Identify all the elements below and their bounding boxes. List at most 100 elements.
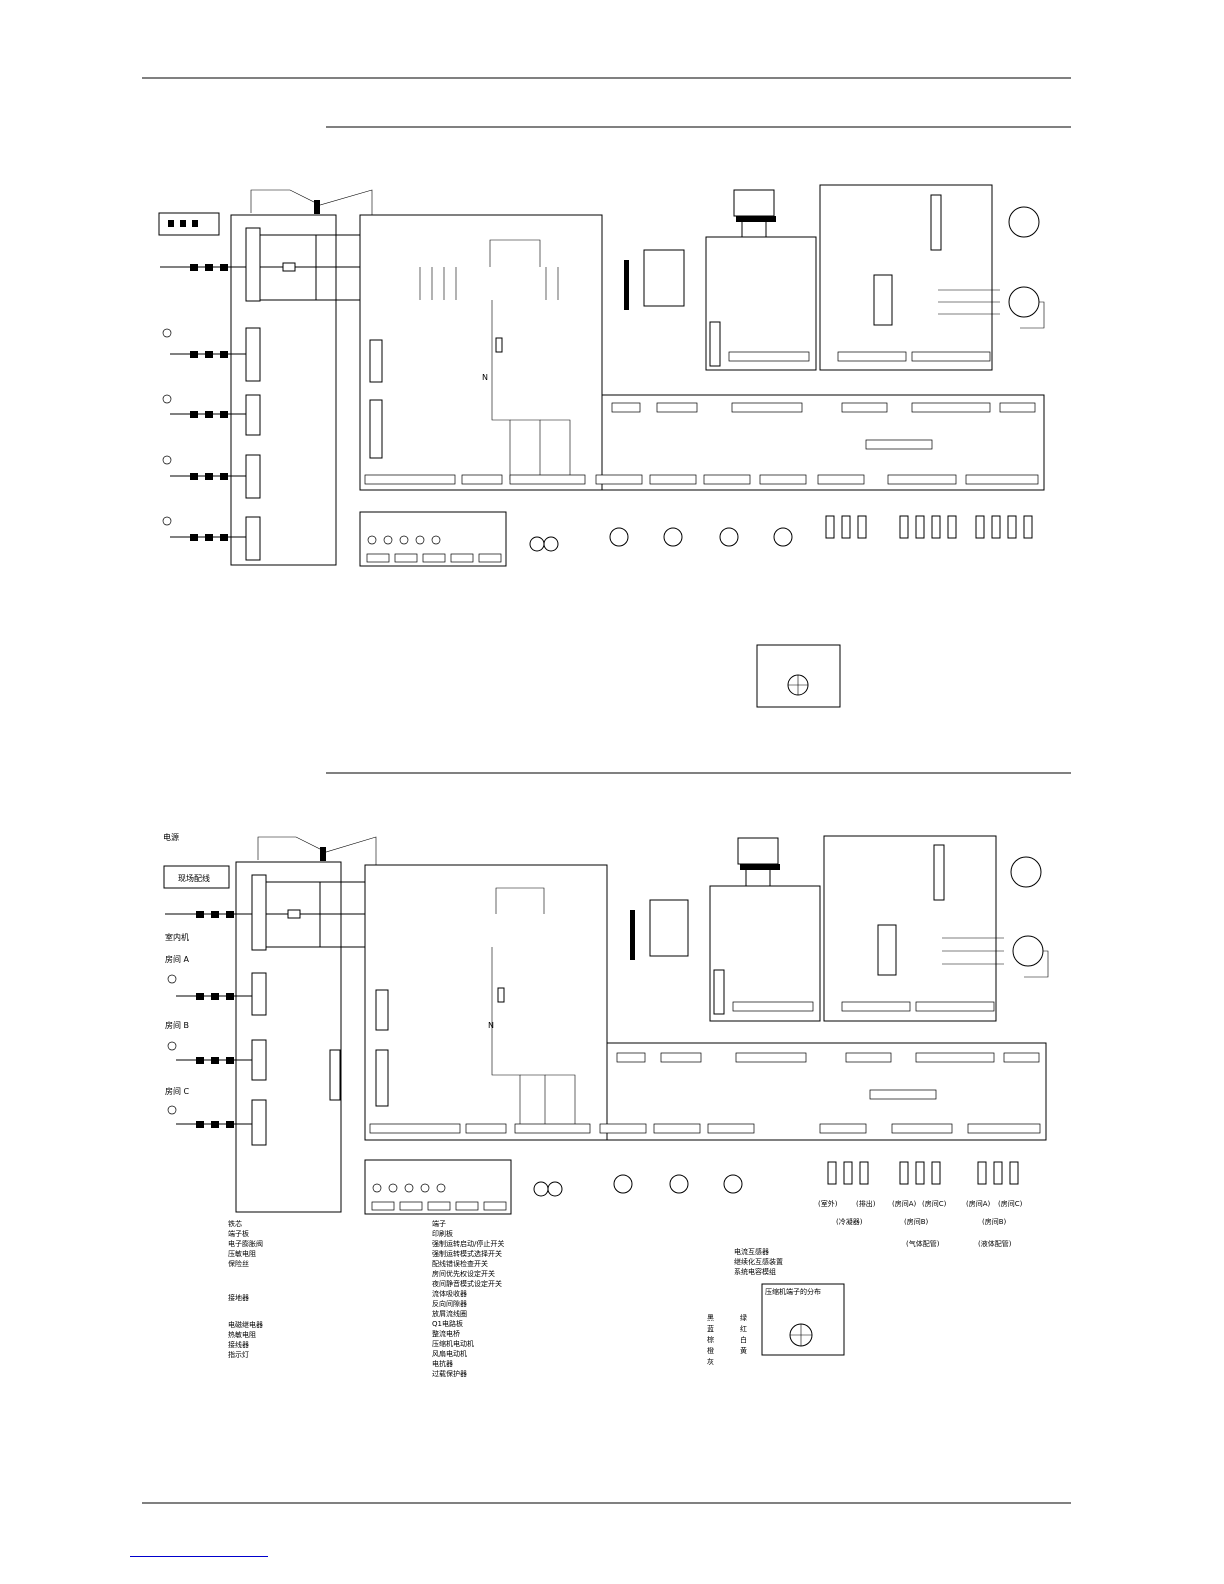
- compressor-motor-2: [1012, 935, 1044, 967]
- wire-harness-power-1: [160, 264, 246, 271]
- inverter-module-2: [649, 899, 689, 957]
- field-wiring-badge-2: [163, 865, 230, 889]
- valve-coil-1c: [719, 527, 739, 547]
- svg-text:电磁继电器: 电磁继电器: [228, 1320, 263, 1329]
- wire-harness-room-b-2: [167, 1041, 252, 1064]
- valve-coil-2c: [723, 1174, 743, 1194]
- legend-column-1: 铁芯 端子板 电子膨胀阀 压敏电阻 保险丝 接地器 电磁继电器 热敏电阻 接线器…: [228, 1219, 263, 1359]
- wire-harness-room-d-1: [162, 516, 246, 541]
- svg-text:过载保护器: 过载保护器: [432, 1369, 467, 1378]
- compressor-motor-1: [1008, 286, 1040, 318]
- svg-text:反向间隙器: 反向间隙器: [432, 1299, 467, 1308]
- svg-text:白: 白: [740, 1335, 747, 1344]
- fan-pcb-2: [823, 835, 997, 1022]
- svg-text:继续化互感装置: 继续化互感装置: [734, 1257, 783, 1266]
- wire-harness-room-c-2: [167, 1105, 252, 1128]
- svg-text:热敏电阻: 热敏电阻: [228, 1330, 256, 1339]
- thermistor-group-2: [827, 1161, 1019, 1185]
- thermistor-label-room-c-liquid: (房间C): [998, 1199, 1023, 1208]
- svg-text:铁芯: 铁芯: [228, 1219, 242, 1228]
- fan-motor-2: [1010, 856, 1042, 888]
- valve-coil-2a: [613, 1174, 633, 1194]
- svg-text:配线错误检查开关: 配线错误检查开关: [432, 1259, 488, 1268]
- connector-row-top-2: [616, 1001, 1040, 1100]
- svg-text:灰: 灰: [707, 1357, 714, 1366]
- svg-text:蓝: 蓝: [707, 1324, 714, 1333]
- inverter-module-1: [643, 249, 685, 307]
- converter-pcb-1: [705, 236, 817, 371]
- wire-color-legend-right: 绿 红 白 黄: [740, 1313, 747, 1355]
- footer-link-underline[interactable]: [130, 1556, 268, 1557]
- valve-coil-1d: [773, 527, 793, 547]
- thermistor-group-room-b-liquid: (房间B): [982, 1217, 1007, 1226]
- thermistor-label-room-a-liquid: (房间A): [966, 1199, 991, 1208]
- svg-text:强制运转模式选择开关: 强制运转模式选择开关: [432, 1249, 502, 1258]
- field-wiring-badge-1: [158, 212, 220, 236]
- svg-text:绿: 绿: [740, 1313, 747, 1322]
- svg-text:端子板: 端子板: [228, 1229, 249, 1238]
- svg-text:红: 红: [740, 1324, 747, 1333]
- svg-text:压缩机电动机: 压缩机电动机: [432, 1339, 474, 1348]
- compressor-terminals-title: 压缩机端子的分布: [765, 1287, 821, 1296]
- fan-motor-1: [1008, 206, 1040, 238]
- thermistor-group-room-b-gas: (房间B): [904, 1217, 929, 1226]
- connector-row-bottom-2: [369, 1123, 1041, 1134]
- svg-text:接地器: 接地器: [228, 1293, 249, 1302]
- svg-text:橙: 橙: [707, 1346, 714, 1355]
- wiring-diagram-1: N: [158, 184, 1045, 708]
- thermistor-label-room-a-gas: (房间A): [892, 1199, 917, 1208]
- svg-text:整流电桥: 整流电桥: [432, 1329, 460, 1338]
- valve-coil-1b: [663, 527, 683, 547]
- wire-harness-power-2: [165, 911, 252, 918]
- wire-harness-room-c-1: [162, 455, 246, 480]
- wire-harness-room-b-1: [162, 394, 246, 418]
- field-wiring-label: 现场配线: [178, 873, 210, 883]
- svg-text:房间优先权设定开关: 房间优先权设定开关: [432, 1269, 495, 1278]
- svg-text:夜间静音模式设定开关: 夜间静音模式设定开关: [432, 1279, 502, 1288]
- room-a-label: 房间 A: [165, 954, 190, 964]
- power-source-label: 电源: [163, 832, 179, 842]
- svg-text:风扇电动机: 风扇电动机: [432, 1349, 467, 1358]
- reactor-2: [737, 837, 779, 865]
- thermistor-group-condenser: (冷凝器): [836, 1217, 863, 1226]
- svg-text:保险丝: 保险丝: [228, 1259, 249, 1268]
- svg-text:电流互感器: 电流互感器: [734, 1247, 769, 1256]
- svg-text:Q1电路板: Q1电路板: [432, 1319, 463, 1328]
- thermistor-group-1: [825, 515, 1033, 539]
- valve-coil-2b: [669, 1174, 689, 1194]
- svg-text:电子膨胀阀: 电子膨胀阀: [228, 1239, 263, 1248]
- thermistor-label-room-c-gas: (房间C): [922, 1199, 947, 1208]
- svg-text:端子: 端子: [432, 1219, 446, 1228]
- svg-text:N: N: [482, 373, 488, 382]
- svg-text:系统电容模组: 系统电容模组: [734, 1267, 776, 1276]
- pipe-label-liquid: (液体配管): [978, 1239, 1012, 1248]
- converter-pcb-2: [709, 885, 821, 1022]
- svg-text:压敏电阻: 压敏电阻: [228, 1249, 256, 1258]
- fan-pcb-1: [819, 184, 993, 371]
- reactor-1: [733, 189, 775, 217]
- thermistor-label-outdoor: (室外): [818, 1199, 838, 1208]
- room-b-label: 房间 B: [165, 1020, 189, 1030]
- indoor-unit-label: 室内机: [165, 932, 189, 942]
- wire-harness-room-a-2: [167, 974, 252, 1000]
- legend-column-2: 端子 印刷板 强制运转启动/停止开关 强制运转模式选择开关 配线错误检查开关 房…: [432, 1219, 504, 1378]
- pipe-label-gas: (气体配管): [906, 1239, 940, 1248]
- svg-text:指示灯: 指示灯: [228, 1350, 249, 1359]
- svg-text:电抗器: 电抗器: [432, 1359, 453, 1368]
- thermistor-label-discharge: (排出): [856, 1199, 876, 1208]
- room-c-label: 房间 C: [165, 1086, 190, 1096]
- svg-text:黄: 黄: [740, 1346, 747, 1355]
- valve-coil-1a: [609, 527, 629, 547]
- svg-text:放屑流线圈: 放屑流线圈: [432, 1309, 467, 1318]
- svg-text:棕: 棕: [707, 1335, 714, 1344]
- wiring-diagram-2: 电源 现场配线 室内机 房间 A 房间 B 房间 C: [163, 832, 1049, 1378]
- legend-column-3: 电流互感器 继续化互感装置 系统电容模组: [734, 1247, 783, 1276]
- svg-text:黑: 黑: [707, 1314, 714, 1322]
- wire-harness-room-a-1: [162, 328, 246, 358]
- wire-color-legend-left: 黑 蓝 棕 橙 灰: [707, 1314, 714, 1366]
- svg-text:流体吸收器: 流体吸收器: [432, 1289, 467, 1298]
- svg-text:强制运转启动/停止开关: 强制运转启动/停止开关: [432, 1239, 504, 1248]
- main-pcb-1: [359, 214, 603, 491]
- connector-row-top-1: [611, 351, 1036, 450]
